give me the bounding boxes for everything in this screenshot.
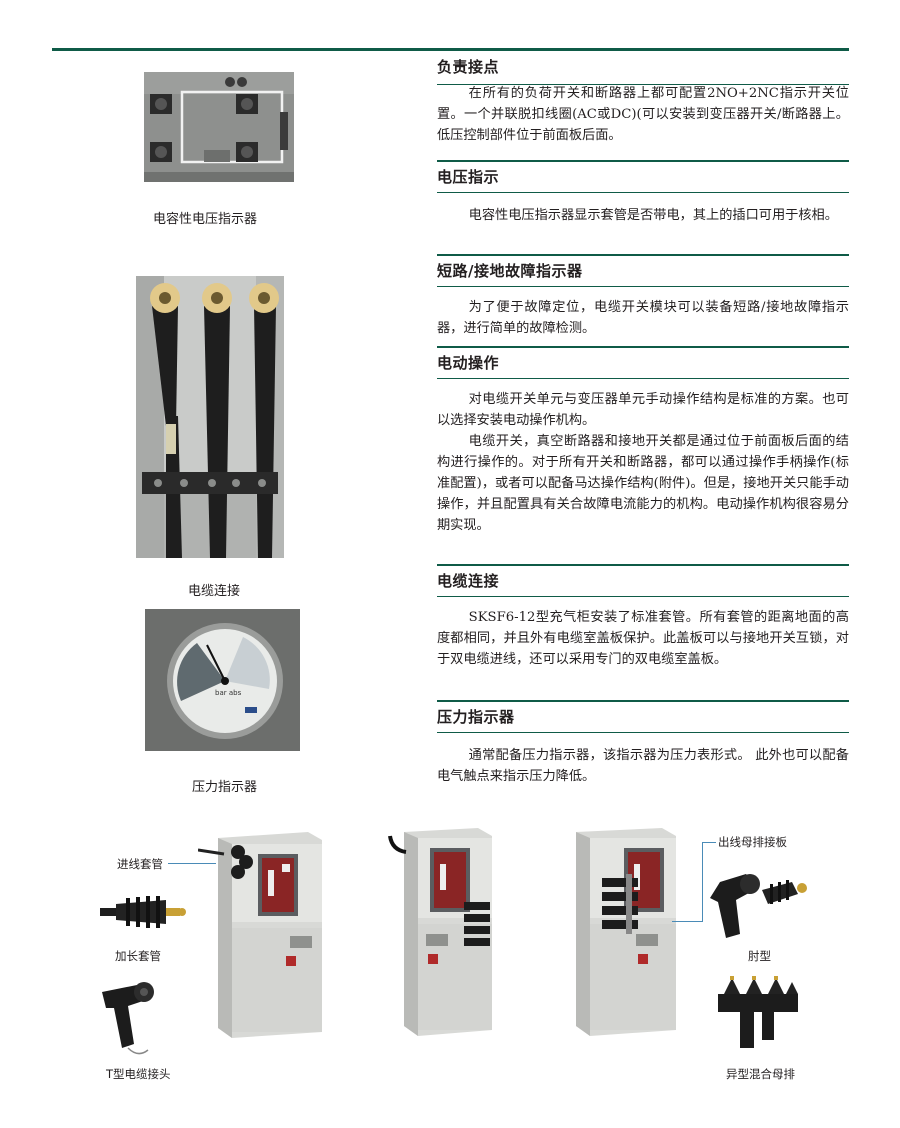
section-contacts: 负责接点 在所有的负荷开关和断路器上都可配置2NO+2NC指示开关位置。一个并联… [437, 56, 849, 146]
section-divider [437, 160, 849, 162]
section-paragraph: 对电缆开关单元与变压器单元手动操作结构是标准的方案。也可以选择安装电动操作机构。 [437, 392, 849, 428]
voltage-indicator-caption: 电容性电压指示器 [153, 212, 258, 227]
cabinet-outgoing-image [576, 828, 676, 1036]
outgoing-busbar-plate-label: 出线母排接板 [718, 835, 787, 849]
elbow-type-label: 肘型 [748, 949, 771, 963]
cable-connection-photo [136, 276, 284, 558]
section-divider [437, 346, 849, 348]
section-paragraph: SKSF6-12型充气柜安装了标准套管。所有套管的距离地面的高度都相同，并且外有… [437, 610, 849, 667]
hybrid-busbar-image [718, 976, 798, 1048]
voltage-indicator-photo [144, 72, 294, 182]
cabinet-middle-image [388, 828, 492, 1036]
section-divider [437, 700, 849, 702]
pressure-gauge-photo: bar abs [145, 609, 300, 751]
gauge-unit-text: bar abs [215, 689, 242, 697]
section-divider [437, 192, 849, 193]
section-voltage-indication: 电压指示 电容性电压指示器显示套管是否带电，其上的插口可用于核相。 [437, 160, 849, 226]
extended-bushing-label: 加长套管 [115, 949, 161, 963]
section-divider [437, 596, 849, 597]
section-divider [437, 254, 849, 256]
section-divider [437, 564, 849, 566]
section-title: 负责接点 [437, 58, 500, 76]
section-paragraph: 电缆开关，真空断路器和接地开关都是通过位于前面板后面的结构进行操作的。对于所有开… [437, 434, 849, 533]
cable-connection-caption: 电缆连接 [188, 584, 241, 599]
elbow-connector-image [710, 874, 807, 938]
top-rule [52, 48, 849, 51]
section-divider [437, 378, 849, 379]
section-title: 压力指示器 [437, 708, 515, 726]
section-pressure-indicator: 压力指示器 通常配备压力指示器，该指示器为压力表形式。 此外也可以配备电气触点来… [437, 700, 849, 787]
extended-bushing-image [100, 896, 186, 928]
incoming-bushing-label: 进线套管 [117, 857, 163, 871]
incoming-bushing-leader [168, 863, 216, 864]
section-paragraph: 在所有的负荷开关和断路器上都可配置2NO+2NC指示开关位置。一个并联脱扣线圈(… [437, 86, 849, 143]
section-cable-connection: 电缆连接 SKSF6-12型充气柜安装了标准套管。所有套管的距离地面的高度都相同… [437, 564, 849, 670]
section-paragraph: 为了便于故障定位，电缆开关模块可以装备短路/接地故障指示器，进行简单的故障检测。 [437, 300, 849, 336]
t-cable-connector-label: T型电缆接头 [106, 1067, 171, 1081]
pressure-indicator-caption: 压力指示器 [192, 780, 258, 795]
cabinet-incoming-image [198, 832, 322, 1038]
section-paragraph: 电容性电压指示器显示套管是否带电，其上的插口可用于核相。 [468, 208, 838, 223]
section-motor-operation: 电动操作 对电缆开关单元与变压器单元手动操作结构是标准的方案。也可以选择安装电动… [437, 346, 849, 536]
section-title: 电压指示 [437, 168, 500, 186]
section-title: 电动操作 [437, 354, 500, 372]
section-paragraph: 通常配备压力指示器，该指示器为压力表形式。 此外也可以配备电气触点来指示压力降低… [437, 748, 849, 784]
section-divider [437, 286, 849, 287]
outgoing-busbar-leader-v [702, 842, 703, 922]
section-divider [437, 732, 849, 733]
section-title: 电缆连接 [437, 572, 500, 590]
section-title: 短路/接地故障指示器 [437, 262, 583, 280]
outgoing-busbar-leader-h [702, 842, 716, 843]
section-divider [437, 84, 849, 85]
outgoing-busbar-leader-h2 [672, 921, 702, 922]
hybrid-busbar-label: 异型混合母排 [726, 1067, 795, 1081]
t-cable-connector-image [102, 982, 154, 1055]
section-fault-indicator: 短路/接地故障指示器 为了便于故障定位，电缆开关模块可以装备短路/接地故障指示器… [437, 254, 849, 339]
